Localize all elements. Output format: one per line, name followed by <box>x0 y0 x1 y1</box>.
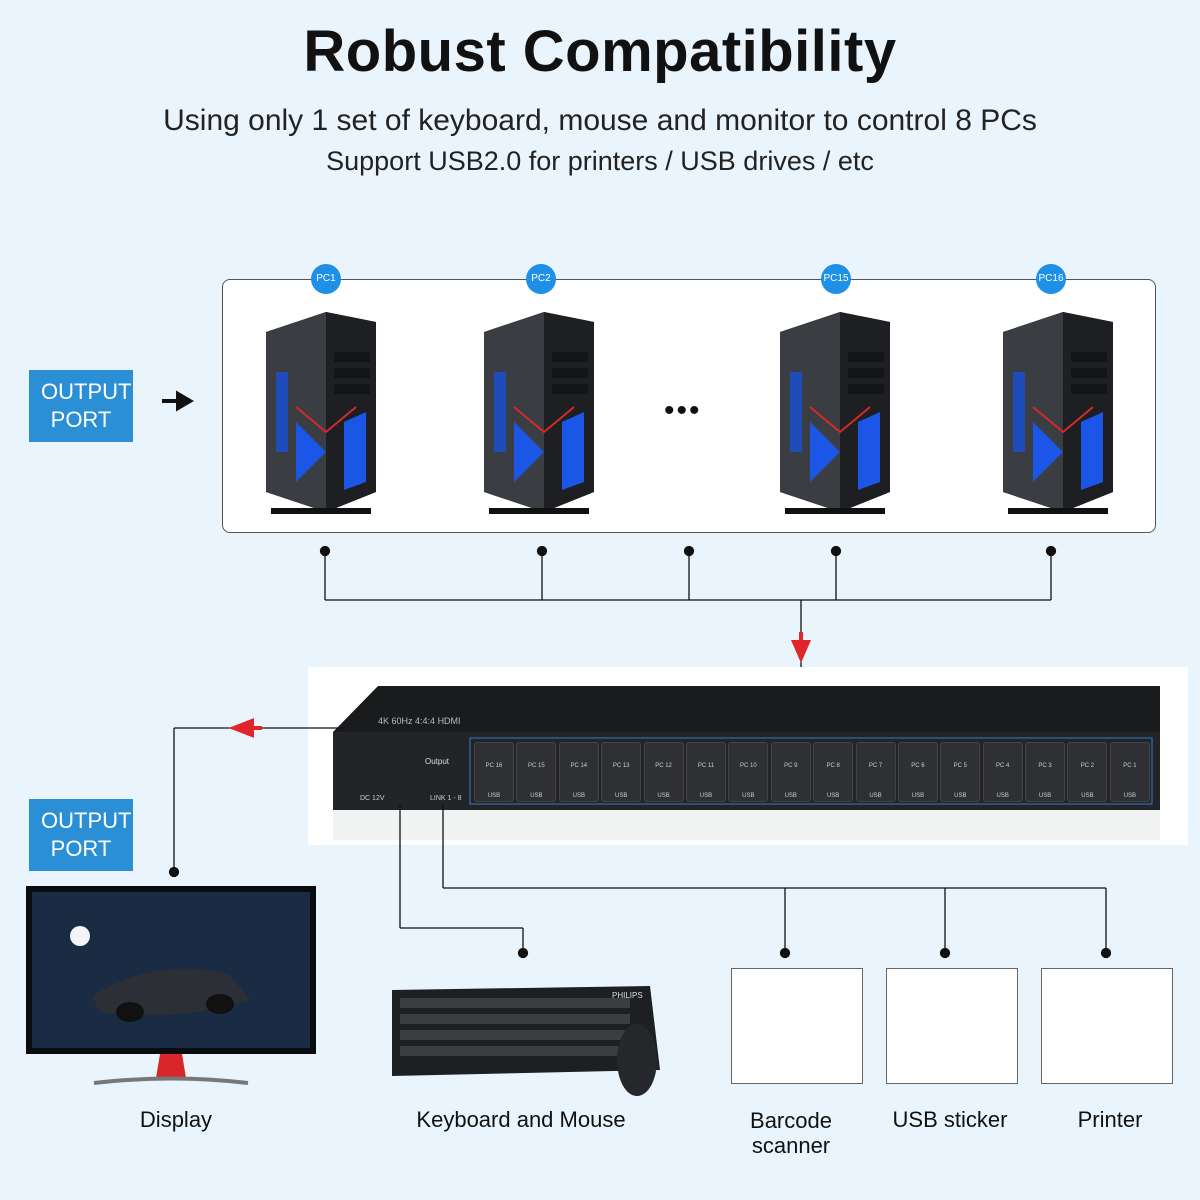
pc-tower-1 <box>265 311 377 515</box>
switch-port-usb-label: USB <box>869 793 882 799</box>
pc16-badge: PC16 <box>1036 264 1066 294</box>
pc-group-box <box>222 279 1156 533</box>
switch-port-label: PC 8 <box>826 763 840 769</box>
printer-label: Printer <box>1077 1107 1143 1132</box>
switch-port-usb-label: USB <box>1038 793 1052 799</box>
switch-port-label: PC 7 <box>868 763 883 769</box>
switch-port-usb-label: USB <box>615 793 628 799</box>
switch-port-label: PC 6 <box>911 763 925 769</box>
switch-port: PC 5 USB <box>940 742 981 802</box>
barcode-scanner-box <box>731 968 863 1084</box>
switch-port-row: PC 16 USB PC 15 USB PC 14 USB PC 13 USB PC 12 USB… <box>474 742 1150 802</box>
switch-port-label: PC 12 <box>655 763 672 769</box>
switch-port: PC 13 USB <box>601 742 642 802</box>
switch-port-label: PC 4 <box>996 763 1010 769</box>
printer-box <box>1041 968 1173 1084</box>
pc1-badge: PC1 <box>311 264 341 294</box>
pc2-badge: PC2 <box>526 264 556 294</box>
switch-port: PC 6 USB <box>897 742 938 802</box>
switch-link-label: LINK 1 - 8 <box>430 795 462 802</box>
switch-port-usb-label: USB <box>699 793 713 799</box>
usb-stick-box <box>886 968 1018 1084</box>
pc-tower-15 <box>779 311 891 515</box>
arrow-down-icon <box>790 632 812 663</box>
switch-dc-label: DC 12V <box>360 795 385 802</box>
switch-port: PC 1 USB <box>1109 742 1150 802</box>
switch-port-label: PC 5 <box>953 763 967 769</box>
switch-port-usb-label: USB <box>657 793 670 799</box>
switch-output-label: Output <box>425 757 450 766</box>
keyboard-mouse-label: Keyboard and Mouse <box>416 1107 626 1132</box>
switch-port-label: PC 13 <box>612 763 630 769</box>
page-title: Robust Compatibility <box>303 19 897 84</box>
switch-port: PC 16 USB <box>474 742 514 802</box>
more-pcs-ellipsis: ••• <box>664 394 702 427</box>
pc-tower-16 <box>1002 311 1114 515</box>
switch-port-usb-label: USB <box>911 793 925 799</box>
switch-port-usb-label: USB <box>742 793 755 799</box>
switch-port: PC 12 USB <box>643 742 684 802</box>
output-port-badge-bottom: OUTPUT PORT <box>29 799 133 871</box>
switch-port-usb-label: USB <box>784 793 797 799</box>
switch-port-label: PC 9 <box>784 763 798 769</box>
switch-port-label: PC 15 <box>528 763 545 769</box>
arrow-left-icon <box>228 718 262 738</box>
switch-port-usb-label: USB <box>954 793 967 799</box>
switch-port-usb-label: USB <box>1081 793 1094 799</box>
switch-port-label: PC 14 <box>570 763 588 769</box>
usb-stick-label: USB sticker <box>892 1107 1008 1132</box>
switch-port-label: PC 1 <box>1123 763 1137 769</box>
switch-port: PC 3 USB <box>1025 742 1066 802</box>
switch-port: PC 11 USB <box>685 742 726 802</box>
switch-port: PC 10 USB <box>728 742 769 802</box>
switch-model-label: 4K 60Hz 4:4:4 HDMI <box>378 716 461 726</box>
switch-port-label: PC 16 <box>485 763 503 769</box>
switch-port-label: PC 10 <box>740 763 757 769</box>
switch-port: PC 9 USB <box>770 742 811 802</box>
switch-port-usb-label: USB <box>487 793 501 799</box>
switch-port-label: PC 11 <box>697 763 715 769</box>
switch-port-label: PC 3 <box>1038 763 1052 769</box>
switch-port-usb-label: USB <box>572 793 585 799</box>
switch-port-usb-label: USB <box>530 793 543 799</box>
switch-port-usb-label: USB <box>996 793 1009 799</box>
switch-port: PC 4 USB <box>982 742 1023 802</box>
pc-tower-2 <box>483 311 595 515</box>
subtitle-line-2: Support USB2.0 for printers / USB drives… <box>326 146 874 176</box>
switch-port-usb-label: USB <box>826 793 840 799</box>
subtitle-line-1: Using only 1 set of keyboard, mouse and … <box>163 104 1037 137</box>
pc15-badge: PC15 <box>821 264 851 294</box>
switch-port: PC 2 USB <box>1067 742 1108 802</box>
switch-port: PC 15 USB <box>516 742 557 802</box>
display-label: Display <box>139 1107 213 1132</box>
switch-port: PC 7 USB <box>855 742 896 802</box>
keyboard-brand-logo: PHILIPS <box>612 991 643 1000</box>
switch-port-usb-label: USB <box>1123 793 1137 799</box>
arrow-right-icon <box>162 390 194 412</box>
switch-port-label: PC 2 <box>1080 763 1095 769</box>
switch-port: PC 8 USB <box>813 742 854 802</box>
switch-port: PC 14 USB <box>558 742 599 802</box>
output-port-badge-top: OUTPUT PORT <box>29 370 133 442</box>
